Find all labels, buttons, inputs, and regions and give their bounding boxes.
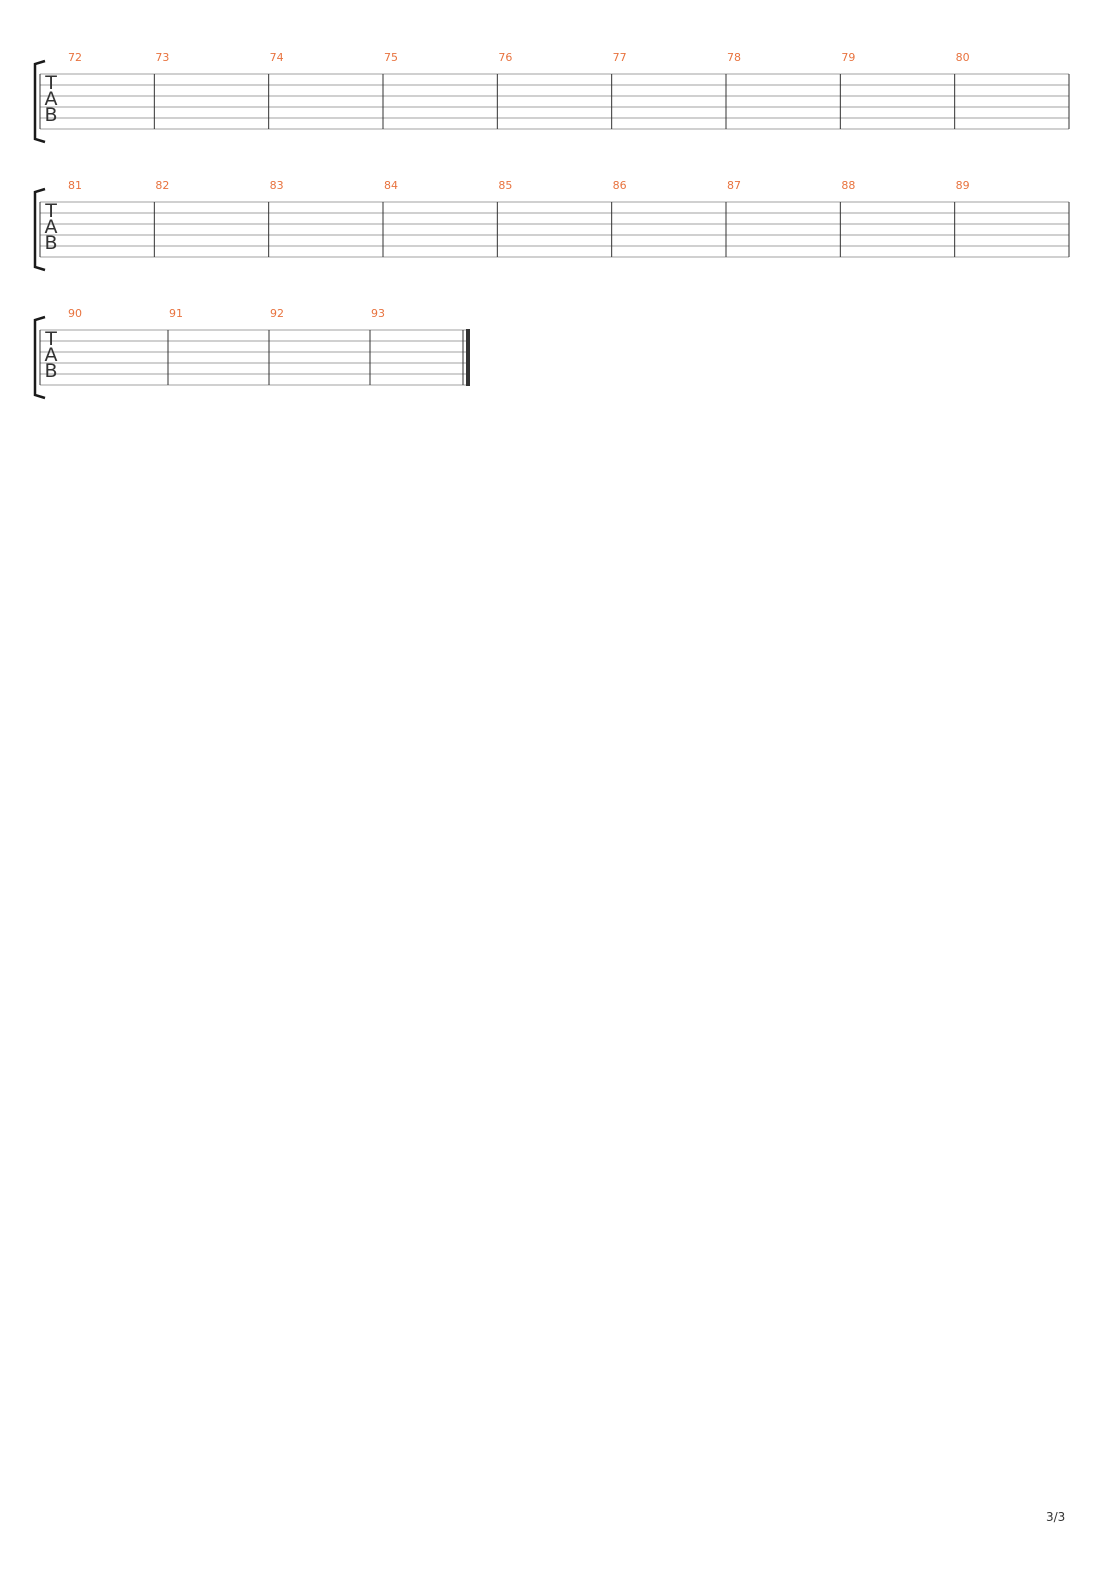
measure-number: 78 (727, 51, 741, 64)
measure-number: 90 (68, 307, 82, 320)
tab-clef-letter: T (44, 328, 57, 350)
tab-clef-letter: B (44, 104, 57, 126)
measure-number: 76 (498, 51, 512, 64)
tab-clef-letter: A (45, 216, 58, 238)
tab-system: TAB 81 82 83 84 85 86 87 88 89 (33, 179, 1070, 272)
measure-number: 83 (270, 179, 284, 192)
measure-number: 73 (155, 51, 169, 64)
measure-number: 82 (155, 179, 169, 192)
tab-system: TAB 72 73 74 75 76 77 78 79 80 (33, 51, 1070, 144)
measure-number: 84 (384, 179, 398, 192)
measure-number: 77 (613, 51, 627, 64)
tab-system: TAB 90 91 92 93 (33, 307, 470, 400)
measure-number: 92 (270, 307, 284, 320)
page-number: 3/3 (1046, 1510, 1066, 1524)
measure-number: 80 (956, 51, 970, 64)
measure-number: 88 (841, 179, 855, 192)
system-bracket (33, 315, 46, 400)
measure-number: 85 (498, 179, 512, 192)
measure-number: 86 (613, 179, 627, 192)
measure-number: 89 (956, 179, 970, 192)
measure-number: 87 (727, 179, 741, 192)
system-bracket (33, 187, 46, 272)
system-bracket (33, 59, 46, 144)
measure-number: 91 (169, 307, 183, 320)
tab-clef-letter: T (44, 72, 57, 94)
measure-number: 72 (68, 51, 82, 64)
tab-clef-letter: T (44, 200, 57, 222)
tab-clef-letter: B (44, 232, 57, 254)
measure-number: 93 (371, 307, 385, 320)
measure-number: 79 (841, 51, 855, 64)
tab-clef-letter: B (44, 360, 57, 382)
tab-clef-letter: A (45, 344, 58, 366)
measure-number: 75 (384, 51, 398, 64)
measure-number: 81 (68, 179, 82, 192)
tab-clef-letter: A (45, 88, 58, 110)
measure-number: 74 (270, 51, 284, 64)
final-barline-thick (466, 329, 470, 386)
